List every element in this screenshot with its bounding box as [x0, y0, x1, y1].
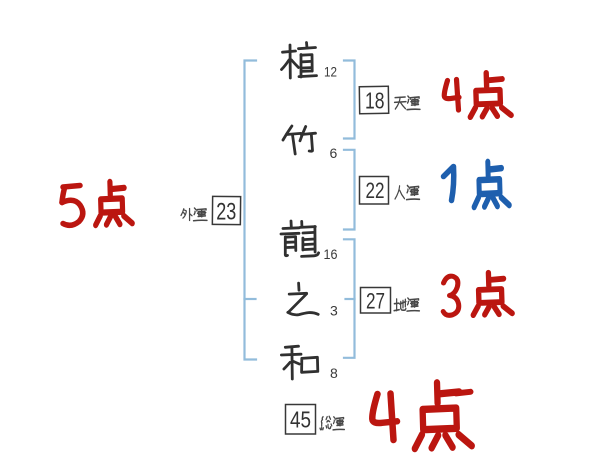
svg-text:27: 27 [366, 289, 385, 314]
svg-text:8: 8 [330, 365, 338, 381]
svg-text:22: 22 [366, 178, 385, 203]
svg-text:3: 3 [330, 303, 338, 319]
svg-text:23: 23 [216, 199, 236, 226]
svg-text:18: 18 [365, 88, 385, 114]
svg-text:16: 16 [324, 246, 338, 262]
svg-text:6: 6 [330, 145, 338, 161]
svg-text:12: 12 [324, 64, 337, 80]
svg-text:45: 45 [290, 407, 311, 433]
